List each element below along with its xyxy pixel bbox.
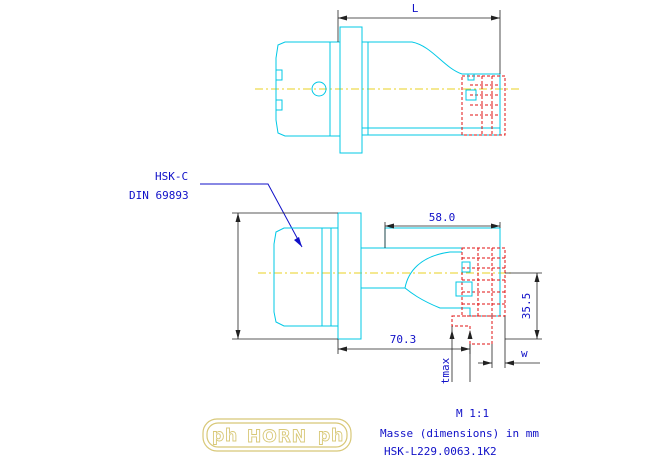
units-label: Masse (dimensions) in mm <box>380 427 539 440</box>
info-block: M 1:1 Masse (dimensions) in mm HSK-L229.… <box>380 407 539 458</box>
logo-left-mark: ph <box>212 426 238 446</box>
top-shank-slot-upper <box>276 69 283 81</box>
top-hsk-shank <box>275 41 340 137</box>
dim-35-label: 35.5 <box>520 293 533 320</box>
dim-left-height <box>232 212 338 340</box>
top-flange <box>339 26 363 154</box>
top-view <box>255 26 522 154</box>
dim-w-label: w <box>521 347 528 360</box>
callout-line2: DIN 69893 <box>129 189 189 202</box>
dim-58-label: 58.0 <box>429 211 456 224</box>
callout-arrow <box>294 237 302 247</box>
top-shank-hole <box>311 81 327 97</box>
dim-L: L <box>337 2 501 74</box>
callout-leader <box>200 183 303 248</box>
bottom-body <box>360 227 501 317</box>
dim-w: w <box>478 316 540 368</box>
top-shank-slot-lower <box>276 99 283 111</box>
dim-58: 58.0 <box>384 211 501 248</box>
callout-line1: HSK-C <box>155 170 188 183</box>
dim-70-label: 70.3 <box>390 333 417 346</box>
logo-text: HORN <box>247 427 307 447</box>
callout: HSK-C DIN 69893 <box>129 170 303 248</box>
bottom-body-curve <box>404 251 462 289</box>
bottom-view <box>258 212 512 345</box>
dim-70: 70.3 <box>337 333 471 354</box>
top-insert-detail <box>465 73 477 101</box>
bottom-flange <box>337 212 362 340</box>
top-hidden-insert <box>461 75 506 136</box>
dim-L-label: L <box>412 2 419 15</box>
logo-right-mark: ph <box>318 426 344 446</box>
dim-tmax: tmax <box>439 326 473 384</box>
dim-tmax-label: tmax <box>439 357 452 384</box>
top-body <box>361 41 501 136</box>
scale-label: M 1:1 <box>456 407 489 420</box>
horn-logo: ph HORN ph <box>202 418 352 452</box>
part-number-label: HSK-L229.0063.1K2 <box>384 445 497 458</box>
bottom-insert-detail <box>455 261 473 297</box>
dim-35: 35.5 <box>505 272 542 340</box>
bottom-hsk-shank <box>273 227 338 327</box>
